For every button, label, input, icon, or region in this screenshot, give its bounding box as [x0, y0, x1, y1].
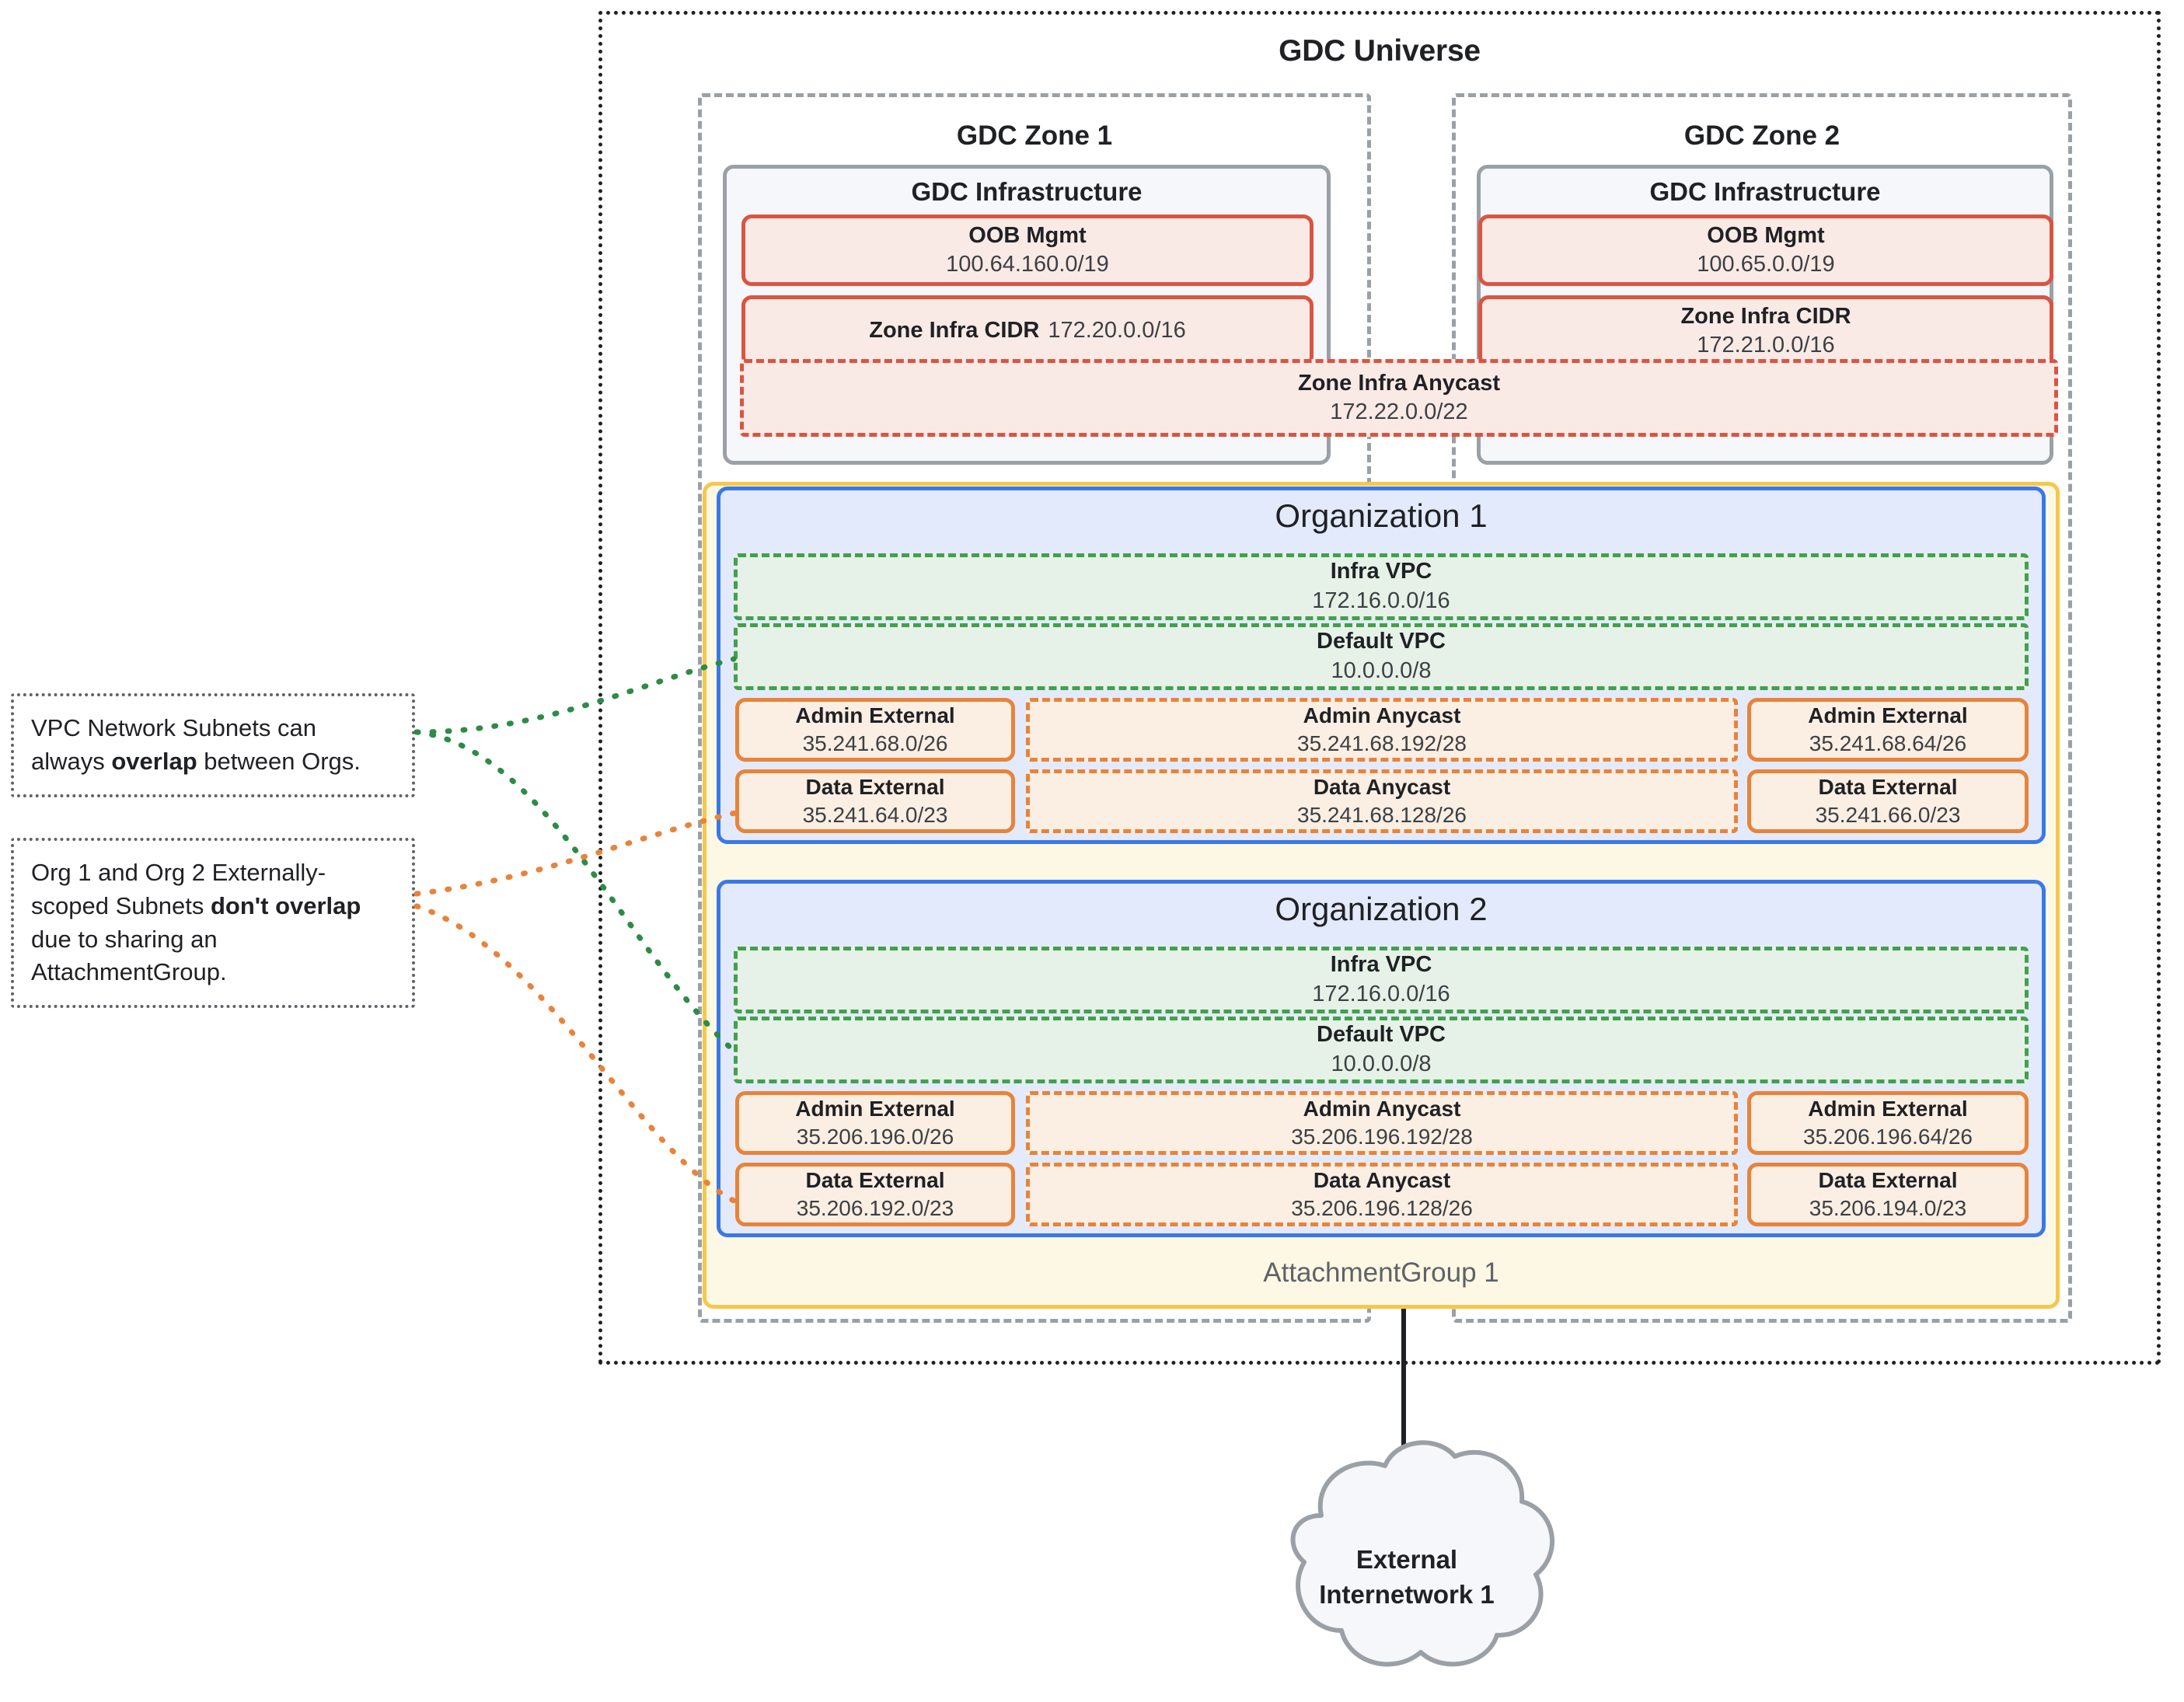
gdc-infrastructure-zone-1-title: GDC Infrastructure: [911, 177, 1143, 206]
org-2-infra-vpc-cidr: 172.16.0.0/16: [1312, 982, 1450, 1006]
callout-vpc-overlap-text-before: VPC Network Subnets can always: [31, 714, 317, 775]
org-1-admin-external-left: Admin External 35.241.68.0/26: [735, 698, 1015, 762]
gdc-zone-1-title: GDC Zone 1: [956, 120, 1113, 151]
external-internetwork-line-2: Internetwork 1: [1319, 1579, 1495, 1609]
gdc-universe-title: GDC Universe: [1279, 34, 1481, 68]
org-2-data-external-right-label: Data External: [1818, 1168, 1958, 1193]
org-2-data-external-right-cidr: 35.206.194.0/23: [1809, 1196, 1967, 1220]
org-2-admin-external-right-cidr: 35.206.196.64/26: [1803, 1125, 1973, 1149]
oob-mgmt-zone-1: OOB Mgmt 100.64.160.0/19: [741, 214, 1314, 286]
callout-external-no-overlap-text-after: due to sharing an AttachmentGroup.: [31, 925, 227, 986]
org-1-data-external-left-cidr: 35.241.64.0/23: [802, 803, 948, 827]
org-2-default-vpc-cidr: 10.0.0.0/8: [1331, 1052, 1432, 1076]
external-internetwork-line-1: External: [1355, 1545, 1458, 1574]
gdc-zone-2-title: GDC Zone 2: [1683, 120, 1840, 151]
oob-mgmt-zone-2: OOB Mgmt 100.65.0.0/19: [1478, 214, 2053, 286]
zone-infra-cidr-zone-1: Zone Infra CIDR 172.20.0.0/16: [741, 295, 1314, 367]
org-2-data-external-left-cidr: 35.206.192.0/23: [796, 1196, 954, 1220]
gdc-infrastructure-zone-2-title: GDC Infrastructure: [1649, 177, 1881, 206]
org-2-admin-external-left-label: Admin External: [795, 1097, 955, 1121]
org-1-infra-vpc: Infra VPC 172.16.0.0/16: [734, 553, 2029, 620]
org-1-admin-external-left-cidr: 35.241.68.0/26: [802, 731, 948, 755]
callout-vpc-overlap-text-after: between Orgs.: [197, 747, 361, 775]
zone-infra-cidr-zone-1-cidr: 172.20.0.0/16: [1048, 318, 1186, 344]
callout-external-no-overlap-text-before: Org 1 and Org 2 Externally-scoped Subnet…: [31, 859, 326, 919]
oob-mgmt-zone-2-cidr: 100.65.0.0/19: [1697, 252, 1835, 277]
org-2-data-anycast-label: Data Anycast: [1313, 1168, 1451, 1193]
callout-external-no-overlap: Org 1 and Org 2 Externally-scoped Subnet…: [11, 838, 415, 1009]
org-1-default-vpc-cidr: 10.0.0.0/8: [1331, 658, 1432, 683]
zone-infra-cidr-zone-2-cidr: 172.21.0.0/16: [1697, 333, 1835, 357]
org-1-data-external-left: Data External 35.241.64.0/23: [735, 769, 1015, 833]
org-1-infra-vpc-label: Infra VPC: [1330, 559, 1432, 584]
org-1-admin-external-right-label: Admin External: [1808, 703, 1968, 728]
callout-vpc-overlap-emphasis: overlap: [111, 747, 197, 775]
oob-mgmt-zone-1-label: OOB Mgmt: [968, 222, 1087, 248]
org-1-data-anycast-label: Data Anycast: [1313, 775, 1451, 800]
oob-mgmt-zone-1-cidr: 100.64.160.0/19: [946, 252, 1109, 277]
org-1-admin-anycast-cidr: 35.241.68.192/28: [1297, 731, 1467, 755]
org-1-data-external-right-label: Data External: [1818, 775, 1958, 800]
org-1-data-anycast-cidr: 35.241.68.128/26: [1297, 803, 1467, 827]
callout-vpc-overlap: VPC Network Subnets can always overlap b…: [11, 693, 415, 797]
org-1-default-vpc-label: Default VPC: [1317, 629, 1446, 654]
org-2-admin-anycast-label: Admin Anycast: [1303, 1097, 1461, 1121]
organization-2-title: Organization 2: [1275, 891, 1488, 927]
attachment-group-1-label: AttachmentGroup 1: [1263, 1257, 1499, 1288]
external-internetwork-label: External Internetwork 1: [1259, 1543, 1554, 1613]
zone-infra-cidr-zone-2-label: Zone Infra CIDR: [1680, 303, 1851, 329]
organization-1-title: Organization 1: [1275, 497, 1488, 534]
org-2-admin-external-left-cidr: 35.206.196.0/26: [796, 1125, 954, 1149]
org-1-admin-anycast-label: Admin Anycast: [1303, 703, 1461, 728]
zone-infra-anycast: Zone Infra Anycast 172.22.0.0/22: [740, 359, 2058, 437]
org-1-data-external-right: Data External 35.241.66.0/23: [1747, 769, 2029, 833]
org-2-default-vpc: Default VPC 10.0.0.0/8: [734, 1017, 2029, 1083]
zone-infra-cidr-zone-1-label: Zone Infra CIDR: [869, 318, 1040, 344]
org-2-data-external-left: Data External 35.206.192.0/23: [735, 1163, 1015, 1226]
org-2-data-anycast: Data Anycast 35.206.196.128/26: [1026, 1163, 1738, 1226]
zone-infra-anycast-label: Zone Infra Anycast: [1298, 370, 1500, 396]
org-1-admin-external-left-label: Admin External: [795, 703, 955, 728]
org-1-data-external-right-cidr: 35.241.66.0/23: [1815, 803, 1961, 827]
org-2-admin-anycast-cidr: 35.206.196.192/28: [1291, 1125, 1473, 1149]
org-2-admin-external-right-label: Admin External: [1808, 1097, 1968, 1121]
callout-external-no-overlap-emphasis: don't overlap: [210, 891, 361, 919]
org-2-data-external-left-label: Data External: [805, 1168, 945, 1193]
zone-infra-anycast-cidr: 172.22.0.0/22: [1330, 399, 1468, 424]
org-2-infra-vpc-label: Infra VPC: [1330, 952, 1432, 978]
org-2-admin-anycast: Admin Anycast 35.206.196.192/28: [1026, 1091, 1738, 1155]
org-1-data-external-left-label: Data External: [805, 775, 945, 800]
zone-infra-cidr-zone-2: Zone Infra CIDR 172.21.0.0/16: [1478, 295, 2053, 367]
org-2-infra-vpc: Infra VPC 172.16.0.0/16: [734, 947, 2029, 1013]
org-1-admin-external-right: Admin External 35.241.68.64/26: [1747, 698, 2029, 762]
org-2-data-anycast-cidr: 35.206.196.128/26: [1291, 1196, 1473, 1220]
org-1-default-vpc: Default VPC 10.0.0.0/8: [734, 623, 2029, 690]
oob-mgmt-zone-2-label: OOB Mgmt: [1707, 222, 1825, 248]
org-2-data-external-right: Data External 35.206.194.0/23: [1747, 1163, 2029, 1226]
org-2-admin-external-right: Admin External 35.206.196.64/26: [1747, 1091, 2029, 1155]
org-2-admin-external-left: Admin External 35.206.196.0/26: [735, 1091, 1015, 1155]
org-2-default-vpc-label: Default VPC: [1317, 1022, 1446, 1048]
org-1-admin-anycast: Admin Anycast 35.241.68.192/28: [1026, 698, 1738, 762]
org-1-infra-vpc-cidr: 172.16.0.0/16: [1312, 588, 1450, 613]
org-1-data-anycast: Data Anycast 35.241.68.128/26: [1026, 769, 1738, 833]
org-1-admin-external-right-cidr: 35.241.68.64/26: [1809, 731, 1967, 755]
